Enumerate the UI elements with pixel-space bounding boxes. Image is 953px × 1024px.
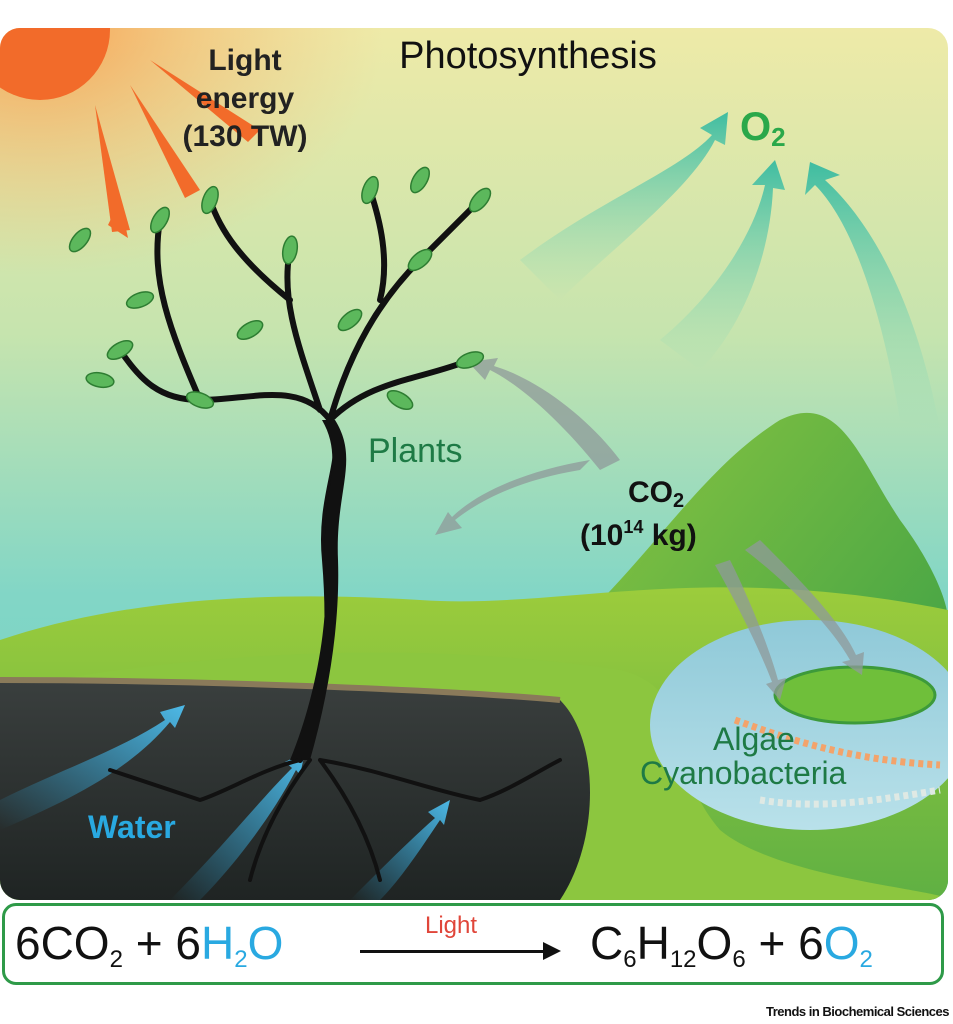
light-label-line3: (130 TW) (182, 120, 307, 153)
algae-mat (773, 665, 937, 725)
arrow-light-label: Light (425, 912, 478, 939)
algae-label: Algae (713, 721, 795, 757)
o2-arrows (520, 112, 940, 430)
equation-products: C6H12O6 + 6O2 (590, 917, 873, 973)
light-label-line1: Light (208, 44, 281, 77)
tree (108, 187, 562, 882)
journal-credit: Trends in Biochemical Sciences (766, 1004, 949, 1019)
light-rays (95, 60, 260, 238)
water-arrows (0, 705, 450, 900)
cyanobacteria-chain (733, 716, 941, 769)
co2-arrows (435, 358, 864, 700)
light-label-line2: energy (196, 82, 295, 115)
water-label: Water (88, 809, 176, 845)
sun-icon (0, 28, 110, 100)
diagram-title: Photosynthesis (399, 35, 657, 77)
reaction-arrow (360, 950, 550, 953)
o2-label: O2 (740, 105, 786, 152)
arrow-head-icon (543, 942, 561, 960)
cyanobacteria-label: Cyanobacteria (640, 755, 847, 791)
leaves (68, 166, 492, 411)
co2-label: CO2 (628, 476, 684, 512)
photosynthesis-equation: 6CO2 + 6H2O Light C6H12O6 + 6O2 (2, 903, 944, 985)
plants-label: Plants (368, 432, 463, 470)
cyanobacteria-chain-2 (759, 786, 941, 808)
equation-reactants: 6CO2 + 6H2O (15, 917, 284, 973)
co2-amount-label: (1014 kg) (580, 517, 697, 552)
